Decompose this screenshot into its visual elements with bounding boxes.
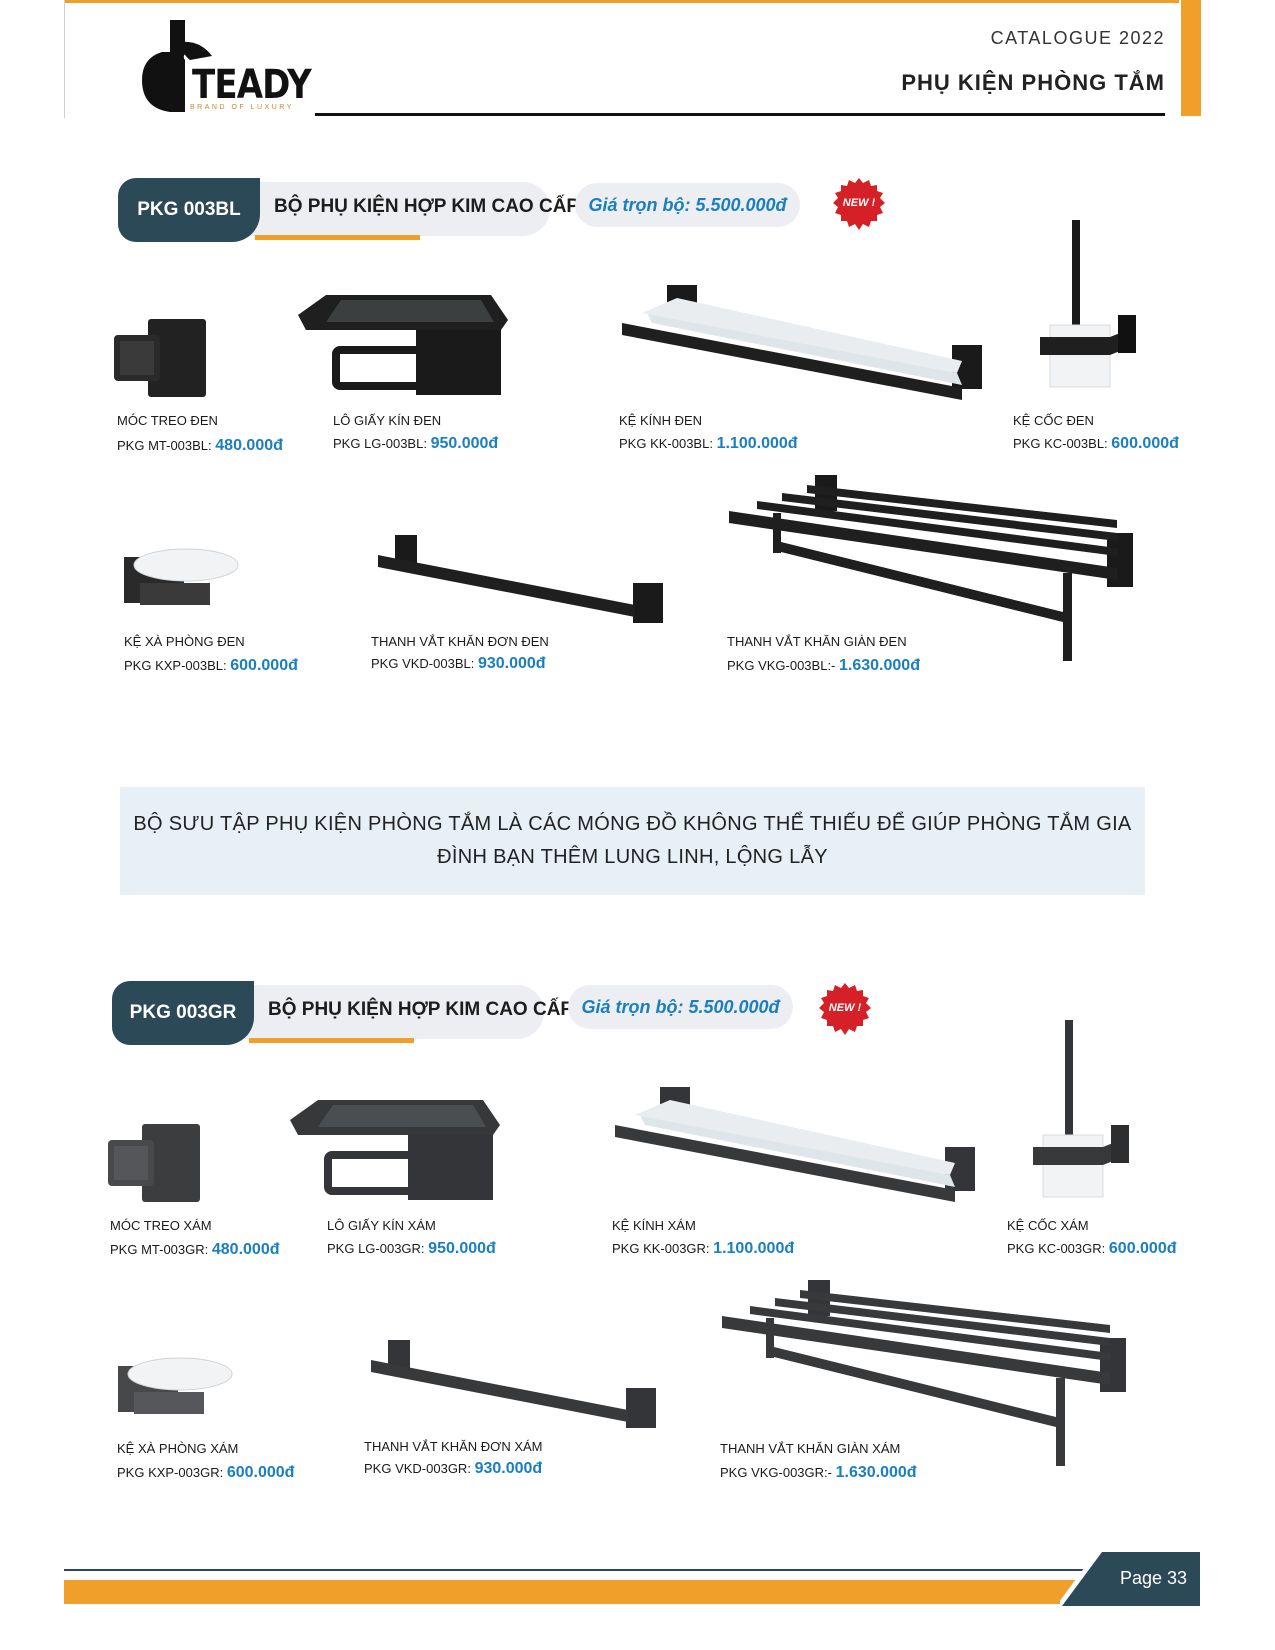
item-price: 930.000đ [477,655,546,672]
item-name: THANH VẮT KHĂN ĐƠN XÁM [364,1439,543,1454]
section-code-badge: PKG 003GR [112,981,254,1045]
item-name: KỆ XÀ PHÒNG XÁM [117,1441,239,1456]
tumbler-holder-grey-image [1033,1020,1129,1198]
item-price: 1.100.000đ [716,435,798,452]
brand-logo-icon [142,20,212,112]
banner-line-2: ĐÌNH BẠN THÊM LUNG LINH, LỘNG LẪY [437,846,828,868]
item-name: LÔ GIẤY KÍN ĐEN [333,413,442,428]
item-code-line: PKG VKD-003BL: 930.000đ [371,655,546,673]
logo-tagline: BRAND OF LUXURY [190,104,294,111]
item-price: 1.100.000đ [713,1240,795,1257]
item-price: 600.000đ [226,1464,295,1481]
item-name: KỆ XÀ PHÒNG ĐEN [124,634,245,649]
new-badge-label: NEW ! [842,197,876,209]
new-badge-icon [819,983,871,1035]
item-price: 930.000đ [474,1460,543,1477]
item-code: PKG VKG-003BL:- [727,658,836,673]
item-code: PKG MT-003BL: [117,438,212,453]
section-underline [255,235,420,240]
new-badge-label: NEW ! [828,1002,862,1014]
item-name: THANH VẮT KHĂN GIÀN XÁM [720,1441,901,1456]
single-towel-bar-black-image [378,535,663,623]
catalogue-label: CATALOGUE 2022 [990,28,1165,48]
tumbler-holder-black-image [1040,220,1136,388]
item-code-line: PKG MT-003BL: 480.000đ [117,437,283,455]
item-code-line: PKG KK-003GR: 1.100.000đ [612,1240,794,1258]
item-price: 950.000đ [430,435,499,452]
item-name: KỆ CỐC XÁM [1007,1218,1089,1233]
page-title: PHỤ KIỆN PHÒNG TẮM [901,70,1165,95]
section-underline [249,1038,414,1043]
robe-hook-black-image [114,319,206,397]
item-code-line: PKG KC-003BL: 600.000đ [1013,435,1179,453]
toilet-paper-holder-grey-image [290,1100,500,1200]
item-code-line: PKG KC-003GR: 600.000đ [1007,1240,1177,1258]
logo-wordmark: TEADY [192,62,312,108]
item-code-line: PKG VKG-003BL:- 1.630.000đ [727,657,920,675]
towel-rack-black-image [729,475,1133,661]
item-code-line: PKG KXP-003BL: 600.000đ [124,657,298,675]
item-code: PKG KC-003GR: [1007,1241,1106,1256]
item-code: PKG KC-003BL: [1013,436,1108,451]
item-name: LÔ GIẤY KÍN XÁM [327,1218,436,1233]
section-name: BỘ PHỤ KIỆN HỢP KIM CAO CẤP [268,999,574,1020]
towel-rack-grey-image [722,1280,1126,1466]
item-name: KỆ KÍNH ĐEN [619,413,703,428]
page-number: Page 33 [1120,1568,1188,1588]
title-underline [315,113,1165,116]
set-price: Giá trọn bộ: 5.500.000đ [575,183,800,227]
collection-banner: BỘ SƯU TẬP PHỤ KIỆN PHÒNG TẮM LÀ CÁC MÓN… [120,787,1145,895]
soap-dish-grey-image [118,1357,233,1414]
section-name: BỘ PHỤ KIỆN HỢP KIM CAO CẤP [274,196,580,217]
new-badge-icon [833,178,885,230]
item-code: PKG LG-003BL: [333,436,427,451]
item-code-line: PKG LG-003GR: 950.000đ [327,1240,496,1258]
item-price: 950.000đ [428,1240,496,1257]
item-name: THANH VẮT KHĂN ĐƠN ĐEN [371,634,549,649]
item-code: PKG KXP-003BL: [124,658,227,673]
item-price: 1.630.000đ [839,657,920,674]
item-price: 600.000đ [1108,1240,1177,1257]
item-name: MÓC TREO XÁM [110,1218,212,1233]
toilet-paper-holder-black-image [298,295,508,395]
footer-page-tab [1060,1552,1200,1606]
item-code-line: PKG KK-003BL: 1.100.000đ [619,435,798,453]
glass-shelf-grey-image [615,1087,975,1202]
single-towel-bar-grey-image [371,1340,656,1428]
section-code-badge: PKG 003BL [118,178,260,242]
item-price: 600.000đ [1111,435,1179,452]
item-code-line: PKG VKG-003GR:- 1.630.000đ [720,1464,917,1482]
item-code-line: PKG KXP-003GR: 600.000đ [117,1464,294,1482]
robe-hook-grey-image [108,1124,200,1202]
item-code-line: PKG VKD-003GR: 930.000đ [364,1460,542,1478]
header-top-line [64,0,1179,3]
item-code: PKG LG-003GR: [327,1241,425,1256]
item-code-line: PKG MT-003GR: 480.000đ [110,1241,279,1259]
header-accent-bar [1181,0,1201,116]
item-name: KỆ CỐC ĐEN [1013,413,1094,428]
item-code: PKG KXP-003GR: [117,1465,224,1480]
item-price: 480.000đ [215,437,283,454]
footer-line [64,1569,1124,1571]
item-code: PKG VKD-003GR: [364,1461,471,1476]
header-left-line [64,0,65,118]
footer-accent-bar [64,1580,1084,1604]
item-code-line: PKG LG-003BL: 950.000đ [333,435,498,453]
banner-line-1: BỘ SƯU TẬP PHỤ KIỆN PHÒNG TẮM LÀ CÁC MÓN… [133,813,1132,835]
soap-dish-black-image [124,548,239,605]
set-price: Giá trọn bộ: 5.500.000đ [568,985,793,1029]
item-price: 1.630.000đ [835,1464,917,1481]
item-price: 600.000đ [230,657,298,674]
item-name: KỆ KÍNH XÁM [612,1218,696,1233]
item-price: 480.000đ [211,1241,280,1258]
item-code: PKG VKG-003GR:- [720,1465,832,1480]
item-code: PKG VKD-003BL: [371,656,475,671]
item-code: PKG KK-003GR: [612,1241,710,1256]
item-name: THANH VẮT KHĂN GIÀN ĐEN [727,634,907,649]
glass-shelf-black-image [622,285,982,400]
item-name: MÓC TREO ĐEN [117,413,218,428]
item-code: PKG KK-003BL: [619,436,713,451]
item-code: PKG MT-003GR: [110,1242,209,1257]
